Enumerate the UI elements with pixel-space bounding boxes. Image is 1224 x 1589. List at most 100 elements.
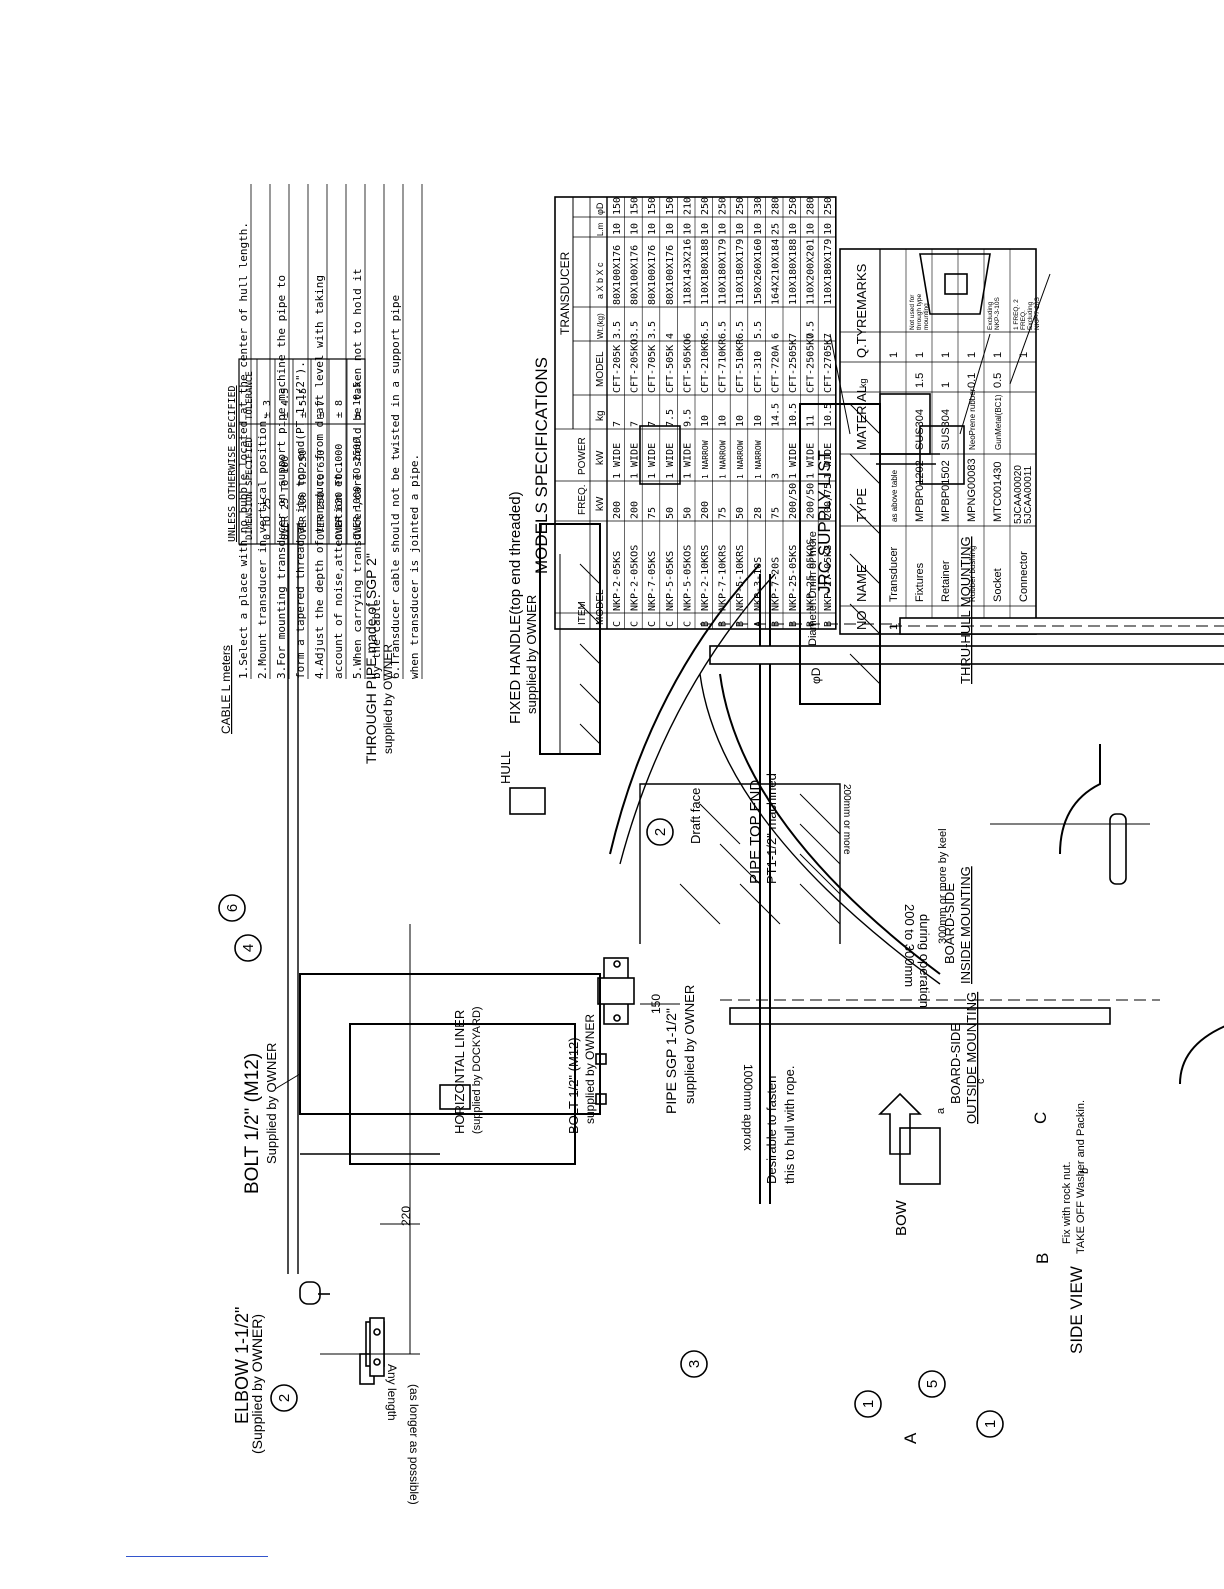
- label-mm200: 200mm or more: [841, 784, 852, 855]
- specs-cell: NKP-2-05KS: [612, 551, 623, 611]
- supply-remark: NKP-7-20S: [1034, 296, 1041, 330]
- label-desirable-1: Desirable to fasten: [764, 1076, 779, 1184]
- label-fix-rock-2: TAKE OFF Washer and Packin.: [1075, 1100, 1087, 1254]
- specs-cell: 150X260X160: [753, 239, 764, 305]
- supply-cell: 1: [940, 382, 952, 388]
- specs-cell: 10: [753, 415, 764, 427]
- specs-cell: 10: [682, 223, 693, 235]
- specs-cell: NKP-2-10KRS: [700, 545, 711, 611]
- supply-remark: FREQ.: [1020, 310, 1027, 330]
- tolerance-range: OVER 100 TO 250: [298, 450, 309, 540]
- label-bolt-mid: BOLT 1/2" (M12): [566, 1037, 581, 1134]
- specs-cell: 80X100X176: [630, 245, 641, 305]
- callout-circle-3: [680, 1350, 708, 1378]
- specs-cell: CFT-2505KO: [806, 333, 817, 393]
- specs-cell: 1 WIDE: [665, 443, 676, 479]
- supply-cell: Transducer: [888, 546, 900, 602]
- callout-number: 4: [240, 944, 257, 952]
- tolerance-range: OVER 25 TO 100: [280, 456, 291, 540]
- specs-cell: CFT-510KR: [735, 338, 746, 393]
- specs-cell: 10: [700, 415, 711, 427]
- tolerance-value: ± 4.5: [280, 388, 291, 418]
- supply-cell: Fixtures: [914, 562, 926, 602]
- specs-cell: 330: [753, 197, 764, 215]
- specs-cell: CFT-710KR: [718, 338, 729, 393]
- specs-cell: 25: [770, 223, 781, 235]
- label-letter-a: A: [901, 1432, 920, 1444]
- specs-cell: 200/50: [788, 483, 799, 519]
- specs-header: a X b X c: [595, 262, 605, 299]
- supply-header: REMARKS: [854, 263, 869, 328]
- label-horizontal-liner: HORIZONTAL LINER: [452, 1010, 467, 1134]
- tolerance-value: ± 7: [316, 400, 327, 418]
- cable-sleeve: [1109, 813, 1127, 885]
- specs-cell: 7.5: [665, 409, 676, 427]
- specs-cell: 150: [647, 197, 658, 215]
- specs-cell: NKP-5-10KRS: [735, 545, 746, 611]
- specs-cell: 75: [718, 507, 729, 519]
- tolerance-value: ± 3: [262, 400, 273, 418]
- specs-cell: NKP-25-05KOS: [806, 539, 817, 611]
- label-hull: HULL: [498, 751, 513, 784]
- specs-cell: NKP-25-05KS: [788, 545, 799, 611]
- note-line: form a tapered thread at its top end(PT …: [294, 361, 307, 679]
- label-pipe-top-end: PIPE TOP END: [747, 780, 764, 884]
- label-as-longer: (as longer as possible): [407, 1384, 421, 1505]
- label-dim-150: 150: [649, 994, 663, 1014]
- tolerance-value: ± 10.5: [352, 382, 363, 418]
- labels-layer: ELBOW 1-1/2"(Supplied by OWNER)BOLT 1/2"…: [219, 491, 1091, 1504]
- specs-cell: 11: [806, 415, 817, 427]
- label-board-inside-1: BOARD-SIDE: [942, 883, 957, 964]
- specs-cell: 80X100X176: [612, 245, 623, 305]
- note-line: 3.For mounting transducer on support pip…: [275, 275, 288, 679]
- callout-circle-5: [918, 1370, 946, 1398]
- specs-header: MODEL: [595, 351, 606, 387]
- supply-cell: 1: [992, 352, 1004, 358]
- specs-cell: 210: [682, 197, 693, 215]
- specs-cell: CFT-2705K: [823, 339, 834, 393]
- supply-cell: NeoPrene rubber: [968, 388, 977, 450]
- specs-cell: 200: [700, 501, 711, 519]
- specs-cell: 7: [788, 333, 799, 339]
- supply-remark: Excluding: [987, 301, 994, 330]
- note-line: by the cable.: [370, 593, 383, 679]
- specs-cell: 150: [630, 197, 641, 215]
- label-pipe-sgp: PIPE SGP 1-1/2": [663, 1008, 679, 1114]
- supply-cell: 5JCAA00020: [1013, 465, 1024, 524]
- callout-number: 2: [652, 828, 669, 836]
- tolerance-range: OVER 250 TO 630: [316, 450, 327, 540]
- specs-cell: 250: [788, 197, 799, 215]
- inside-transducer: [639, 425, 681, 485]
- label-horizontal-liner-supply: (supplied by DOCKYARD): [471, 1006, 483, 1134]
- supply-cell: 5JCAA00011: [1023, 465, 1034, 524]
- specs-cell: 6.5: [700, 321, 711, 339]
- label-fixed-handle: FIXED HANDLE(top end threaded): [507, 491, 524, 724]
- label-desirable-2: this to hull with rope.: [782, 1065, 797, 1184]
- label-elbow-supply: (Supplied by OWNER): [249, 1314, 265, 1454]
- specs-cell: CFT-2505K: [788, 339, 799, 393]
- supply-cell: GunMetal(BC1): [994, 394, 1003, 450]
- note-line: 4.Adjust the depth of transducer from dr…: [313, 275, 326, 679]
- specs-header: kW: [595, 496, 606, 511]
- specs-cell: 50: [735, 507, 746, 519]
- supply-cell: 1: [888, 624, 900, 630]
- supply-cell: Rubber bushing: [968, 546, 977, 602]
- supply-remark: through type: [916, 293, 923, 330]
- supply-cell: MPBP01502: [940, 460, 952, 522]
- specs-cell: 150: [612, 197, 623, 215]
- specs-cell: 110X200X201: [806, 239, 817, 305]
- specs-cell: 110X180X179: [735, 239, 746, 305]
- specs-cell: 10: [735, 223, 746, 235]
- supply-header: MATERIAL: [854, 386, 869, 450]
- specs-cell: 3.5: [612, 321, 623, 339]
- label-during-op: during operation: [917, 914, 932, 1008]
- label-mm200-300: 200 to 300mm: [902, 904, 917, 987]
- label-approx-1000: 1000mm approx: [741, 1064, 755, 1151]
- specs-title: MODELS SPECIFICATIONS: [532, 357, 551, 574]
- specs-cell: 3.5: [630, 321, 641, 339]
- callout-number: 5: [924, 1380, 941, 1388]
- label-letter-c: C: [1031, 1112, 1050, 1124]
- specs-cell: 280: [806, 197, 817, 215]
- specs-cell: 14.5: [770, 403, 781, 427]
